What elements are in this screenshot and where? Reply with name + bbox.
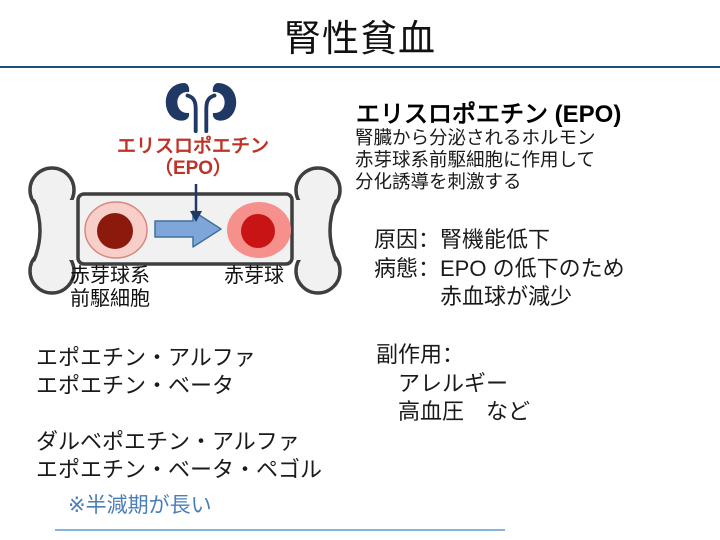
bone-waist-right [328,199,338,262]
kidney-left-shape [165,82,190,121]
bone-waist-left [32,199,42,262]
epo-description: 腎臓から分泌されるホルモン 赤芽球系前駆細胞に作用して 分化誘導を刺激する [355,127,596,192]
progenitor-cell-nucleus [97,213,133,249]
ureter-left [185,93,198,134]
kidney-right-shape [212,82,237,121]
ureter-right [204,93,217,134]
epo-hormone-label: エリスロポエチン （EPO） [116,136,269,179]
half-life-note: ※半減期が長い [68,494,212,517]
differentiation-arrow [154,210,222,248]
cause-pathology-block: 原因：腎機能低下 病態：EPO の低下のため 赤血球が減少 [374,227,625,309]
page-title: 腎性貧血 [284,18,436,59]
title-divider-line [0,66,720,68]
bottom-divider-line [55,529,505,531]
side-effects-block: 副作用： アレルギー 高血圧 など [376,342,531,424]
erythroblast-cell-label: 赤芽球 [224,265,284,287]
epo-section-heading: エリスロポエチン (EPO) [356,101,622,128]
epo-action-arrow-head [190,211,202,222]
bone-bridge-left [36,200,80,260]
bone-marrow-diagram [28,166,342,295]
bone-bridge-right [290,200,334,260]
kidneys-icon [165,82,237,134]
epo-drug-list: エポエチン・アルファ エポエチン・ベータ ダルベポエチン・アルファ エポエチン・… [36,345,323,482]
erythroblast-cell-nucleus [241,214,275,248]
progenitor-cell-label: 赤芽球系 前駆細胞 [70,265,150,310]
